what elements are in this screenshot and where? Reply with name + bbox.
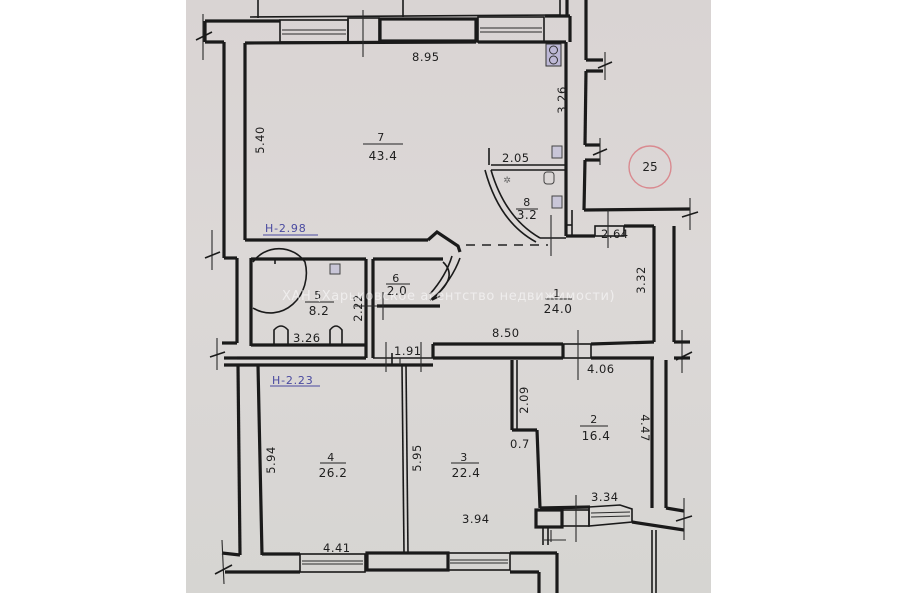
top-neighbor-lines: [249, 0, 569, 18]
dim-room2-right: 4.47: [638, 414, 652, 442]
dim-corridor-right: 3.32: [634, 266, 648, 294]
room-1-label: 1 24.0: [544, 287, 573, 316]
dim-room3-height: 5.95: [410, 444, 424, 472]
dim-door-width: 1.91: [394, 344, 422, 358]
dim-room3-width: 3.94: [462, 512, 490, 526]
floor-plan-paper: [186, 0, 711, 593]
right-outer-walls: [582, 0, 699, 230]
dim-room4-height: 5.94: [264, 446, 278, 474]
svg-text:16.4: 16.4: [582, 429, 611, 443]
svg-text:5: 5: [314, 289, 322, 302]
room-labels: 7 43.4 8 3.2 5 8.2 6 2.0 1 24.0 4 26.2: [305, 131, 610, 480]
svg-text:43.4: 43.4: [369, 149, 398, 163]
room-8-walls: ✲: [484, 145, 573, 256]
room-2-label: 2 16.4: [580, 413, 610, 443]
room-5-label: 5 8.2: [305, 289, 334, 318]
dim-room2-bottom: 3.34: [591, 490, 619, 504]
room-7-label: 7 43.4: [363, 131, 403, 163]
dim-room7-height: 5.40: [253, 126, 267, 154]
svg-text:4: 4: [327, 451, 335, 464]
svg-text:6: 6: [392, 272, 400, 285]
room-2-walls: [510, 358, 693, 593]
dim-room5-width: 3.26: [293, 331, 321, 345]
svg-text:2: 2: [590, 413, 598, 426]
room-1-walls: [431, 210, 693, 380]
dim-room4-width: 4.41: [323, 541, 351, 555]
svg-text:3: 3: [460, 451, 468, 464]
svg-text:✲: ✲: [503, 176, 511, 186]
watermark: ХАН (Харьковское агентство недвижимости): [282, 289, 615, 304]
room-6-label: 6 2.0: [386, 272, 410, 298]
room-7-walls: [195, 10, 572, 242]
room-5-6-walls: [204, 230, 450, 370]
room-3-4-walls: [214, 364, 566, 593]
ceiling-heights: Н-2.98 Н-2.23: [263, 222, 320, 387]
ceiling-height-lower: Н-2.23: [272, 374, 314, 387]
ceiling-height-upper: Н-2.98: [265, 222, 307, 235]
room-8-label: 8 3.2: [516, 196, 538, 222]
room-3-label: 3 22.4: [451, 451, 480, 480]
stove-icon: [545, 43, 562, 67]
dim-room7-right: 3.26: [555, 86, 569, 114]
svg-text:3.2: 3.2: [517, 208, 538, 222]
room-4-label: 4 26.2: [319, 451, 348, 480]
dim-corridor-top: 2.64: [601, 227, 629, 241]
svg-text:8.2: 8.2: [309, 304, 330, 318]
dimension-labels: 8.95 5.40 3.26 2.05 2.64 3.32 8.50 3.26 …: [253, 50, 652, 555]
svg-text:24.0: 24.0: [544, 302, 573, 316]
dim-room5-height: 2.22: [351, 294, 365, 322]
svg-text:22.4: 22.4: [452, 466, 481, 480]
svg-text:7: 7: [377, 131, 385, 144]
svg-text:1: 1: [553, 287, 561, 300]
dim-corridor-bottom: 8.50: [492, 326, 520, 340]
dim-room7-width: 8.95: [412, 50, 440, 64]
stamp: 25: [628, 145, 672, 189]
dim-room8-width: 2.05: [502, 151, 530, 165]
svg-text:2.0: 2.0: [387, 284, 408, 298]
dim-room2-top: 4.06: [587, 362, 615, 376]
dim-room2-left: 2.09: [517, 386, 531, 414]
stamp-number: 25: [642, 160, 657, 174]
svg-text:8: 8: [523, 196, 531, 209]
dim-room2-step: 0.7: [510, 437, 530, 451]
svg-text:26.2: 26.2: [319, 466, 348, 480]
